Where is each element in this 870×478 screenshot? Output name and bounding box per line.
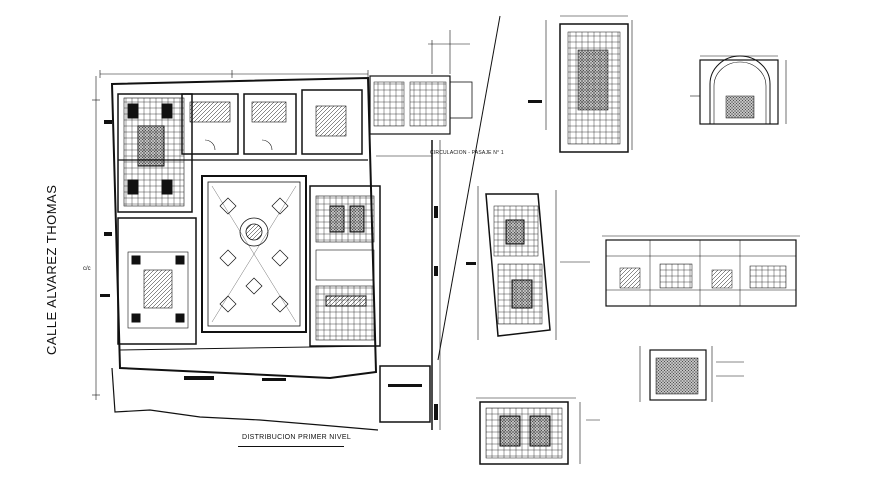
circulation-passage (369, 15, 501, 430)
plan-title-underline (238, 446, 344, 447)
arch-elevation (690, 55, 787, 125)
detail-plan-middle (466, 186, 590, 340)
plan-title: DISTRIBUCION PRIMER NIVEL (242, 434, 352, 441)
detail-plan-bottom (476, 397, 600, 465)
section-elevation (602, 235, 800, 307)
main-floor-plan (92, 70, 431, 431)
detail-small (639, 346, 744, 402)
street-name-label: CALLE ALVAREZ THOMAS (44, 184, 59, 355)
passage-label: CIRCULACION - PASAJE N° 1 (430, 150, 504, 156)
detail-plan-top (528, 15, 633, 153)
street-sub-label: c/c (83, 266, 91, 272)
